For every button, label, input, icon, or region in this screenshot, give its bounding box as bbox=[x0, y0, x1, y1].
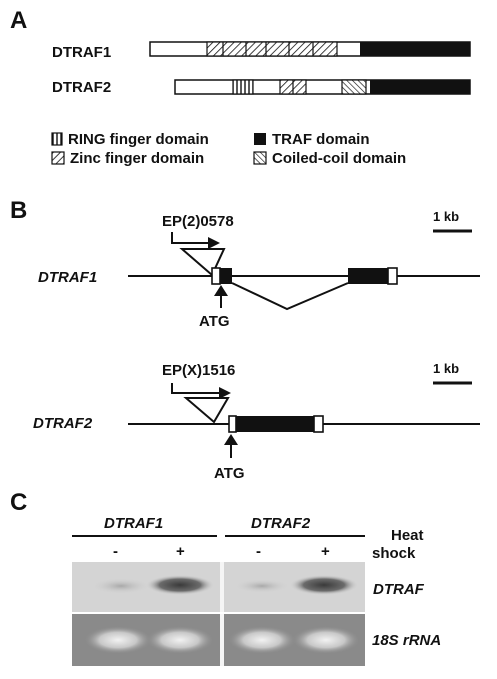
blot-group-dtraf1: DTRAF1 bbox=[104, 515, 163, 532]
arrow-head bbox=[208, 237, 220, 249]
utr-box bbox=[313, 415, 324, 433]
rrna-loading-control bbox=[72, 614, 365, 666]
gene-dtraf2-label: DTRAF2 bbox=[33, 415, 93, 432]
atg-arrow bbox=[214, 285, 228, 296]
traf-domain bbox=[370, 80, 470, 94]
lane-4-label: + bbox=[321, 543, 330, 560]
ep-dtraf2-label: EP(X)1516 bbox=[162, 362, 235, 379]
zinc-finger-domain bbox=[206, 41, 338, 57]
utr-box bbox=[387, 267, 398, 285]
panel-b-label: B bbox=[10, 197, 27, 224]
scale-bar-label: 1 kb bbox=[433, 209, 459, 224]
heat-shock-label-1: Heat bbox=[391, 527, 424, 544]
protein-dtraf1-diagram bbox=[149, 41, 471, 57]
lane-3-label: - bbox=[256, 543, 261, 560]
panel-a-label: A bbox=[10, 7, 27, 34]
row-18s-label: 18S rRNA bbox=[372, 632, 441, 649]
band-lane-3 bbox=[234, 579, 290, 593]
rrna-lane-4 bbox=[292, 626, 360, 654]
scale-bar-label: 1 kb bbox=[433, 361, 459, 376]
ep-dtraf1-label: EP(2)0578 bbox=[162, 213, 234, 230]
coding-exon bbox=[348, 268, 388, 284]
legend-traf-label: TRAF domain bbox=[272, 131, 370, 148]
domain-legend: RING finger domain TRAF domain Zinc fing… bbox=[51, 131, 406, 167]
rrna-lane-3 bbox=[228, 626, 296, 654]
transposon-insertion bbox=[183, 397, 230, 424]
blot-group-dtraf2: DTRAF2 bbox=[251, 515, 311, 532]
lane-2-label: + bbox=[176, 543, 185, 560]
atg-dtraf2-label: ATG bbox=[214, 465, 245, 482]
rrna-lane-1 bbox=[84, 626, 152, 654]
intron-splice bbox=[231, 282, 349, 311]
ring-finger-domain bbox=[232, 79, 254, 95]
band-lane-2 bbox=[146, 575, 214, 595]
atg-dtraf1-label: ATG bbox=[199, 313, 230, 330]
protein-dtraf2-label: DTRAF2 bbox=[52, 79, 111, 96]
coiled-coil-domain bbox=[341, 79, 367, 95]
legend-ring-label: RING finger domain bbox=[68, 131, 209, 148]
legend-coiled-label: Coiled-coil domain bbox=[272, 150, 406, 167]
utr-box bbox=[211, 267, 221, 285]
gene-dtraf1-label: DTRAF1 bbox=[38, 269, 97, 286]
lane-1-label: - bbox=[113, 543, 118, 560]
gene-dtraf1-diagram bbox=[128, 232, 480, 311]
legend-zinc-label: Zinc finger domain bbox=[70, 150, 204, 167]
band-lane-4 bbox=[290, 575, 358, 595]
row-dtraf-label: DTRAF bbox=[373, 581, 425, 598]
protein-dtraf1-label: DTRAF1 bbox=[52, 44, 111, 61]
band-lane-1 bbox=[91, 578, 151, 594]
gene-dtraf2-diagram bbox=[128, 383, 480, 458]
atg-arrow bbox=[224, 434, 238, 445]
coding-exon bbox=[220, 268, 232, 284]
traf-domain bbox=[360, 42, 470, 56]
heat-shock-label-2: shock bbox=[372, 545, 416, 562]
coding-exon bbox=[236, 416, 314, 432]
northern-blot-dtraf bbox=[72, 562, 365, 612]
arrow-head bbox=[219, 387, 231, 399]
protein-dtraf2-diagram bbox=[174, 79, 471, 95]
panel-c-label: C bbox=[10, 489, 27, 516]
utr-box bbox=[228, 415, 237, 433]
rrna-lane-2 bbox=[146, 626, 214, 654]
